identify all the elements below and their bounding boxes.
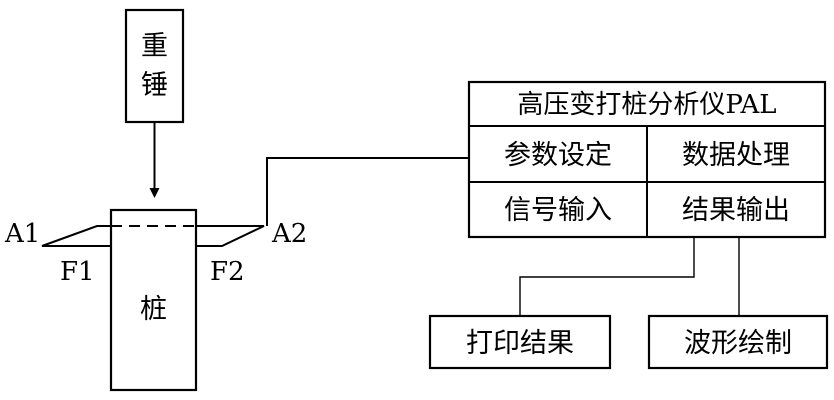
connector-print bbox=[519, 237, 695, 316]
signal-cable bbox=[266, 157, 469, 226]
cell-data-processing: 数据处理 bbox=[682, 140, 790, 171]
hammer-box: 重 锤 bbox=[124, 8, 185, 124]
sensor-label-f2: F2 bbox=[210, 257, 245, 287]
hammer-label-line2: 锤 bbox=[141, 70, 168, 101]
cell-param-setting: 参数设定 bbox=[504, 140, 612, 171]
sensor-label-a2: A2 bbox=[271, 219, 307, 249]
pile-label: 桩 bbox=[140, 294, 167, 325]
sensor-plane bbox=[41, 225, 265, 247]
sensor-label-a1: A1 bbox=[4, 219, 40, 249]
cell-result-output: 结果输出 bbox=[682, 195, 790, 226]
sensor-label-f1: F1 bbox=[60, 257, 95, 287]
pile-box: 桩 bbox=[109, 208, 198, 392]
print-result-label: 打印结果 bbox=[466, 328, 574, 359]
print-result-box: 打印结果 bbox=[428, 314, 612, 370]
analyzer-table: 高压变打桩分析仪PAL 参数设定 数据处理 信号输入 结果输出 bbox=[467, 80, 827, 239]
hammer-label-line1: 重 bbox=[141, 31, 168, 62]
cell-signal-input: 信号输入 bbox=[504, 195, 612, 226]
waveform-drawing-label: 波形绘制 bbox=[684, 328, 792, 359]
waveform-drawing-box: 波形绘制 bbox=[647, 314, 829, 370]
analyzer-title: 高压变打桩分析仪PAL bbox=[517, 90, 776, 120]
